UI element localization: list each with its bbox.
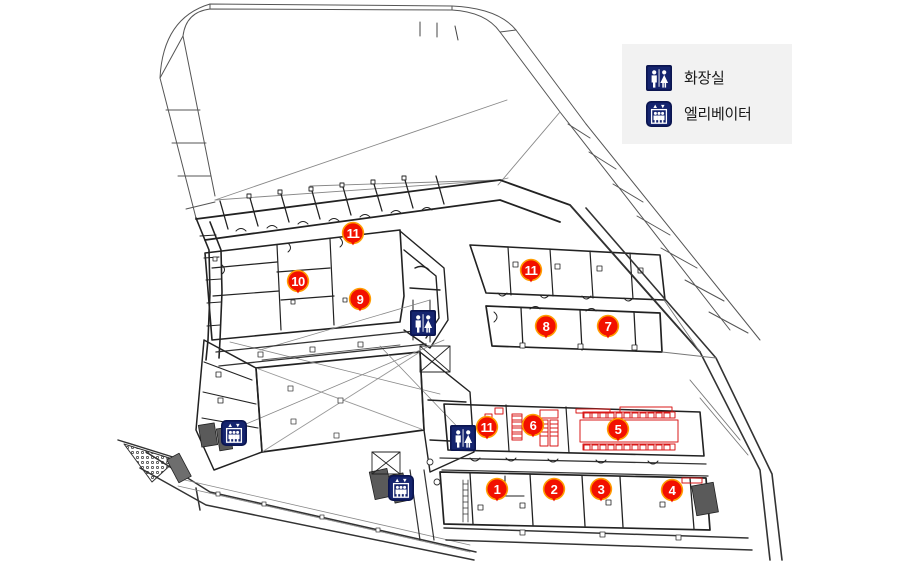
marker-number: 6 xyxy=(529,417,537,433)
marker-number: 3 xyxy=(597,481,605,497)
legend-label-elevator: 엘리베이터 xyxy=(684,105,752,123)
restroom-icon xyxy=(646,65,672,91)
marker-number: 2 xyxy=(550,481,558,497)
facility-icon-elevator-1[interactable] xyxy=(220,419,248,447)
facility-icon-restroom-2[interactable] xyxy=(450,425,476,451)
marker-number: 9 xyxy=(356,291,364,307)
map-marker-7[interactable]: 7 xyxy=(596,314,620,339)
map-marker-1[interactable]: 1 xyxy=(485,477,509,502)
map-marker-6[interactable]: 6 xyxy=(521,413,545,438)
map-marker-4[interactable]: 4 xyxy=(660,478,684,503)
marker-number: 5 xyxy=(614,421,622,437)
map-marker-9[interactable]: 9 xyxy=(348,287,372,312)
map-marker-10[interactable]: 10 xyxy=(286,269,310,294)
marker-number: 1 xyxy=(493,481,501,497)
marker-number: 4 xyxy=(668,482,676,498)
marker-number: 8 xyxy=(542,318,550,334)
elevator-icon xyxy=(646,101,672,127)
map-marker-3[interactable]: 3 xyxy=(589,477,613,502)
legend-label-restroom: 화장실 xyxy=(684,69,725,87)
marker-number: 10 xyxy=(291,273,305,289)
map-marker-11[interactable]: 11 xyxy=(341,221,365,246)
facility-icon-elevator-2[interactable] xyxy=(387,474,415,502)
marker-number: 11 xyxy=(524,262,538,278)
map-marker-8[interactable]: 8 xyxy=(534,314,558,339)
marker-number: 7 xyxy=(604,318,612,334)
marker-number: 11 xyxy=(480,419,494,435)
legend-item-elevator: 엘리베이터 xyxy=(646,96,792,132)
legend-panel: 화장실 엘리베이터 xyxy=(622,44,792,144)
map-marker-5[interactable]: 5 xyxy=(606,417,630,442)
marker-number: 11 xyxy=(346,225,360,241)
facility-icon-restroom-1[interactable] xyxy=(410,310,436,336)
map-marker-11[interactable]: 11 xyxy=(475,415,499,440)
map-marker-2[interactable]: 2 xyxy=(542,477,566,502)
map-marker-11[interactable]: 11 xyxy=(519,258,543,283)
legend-item-restroom: 화장실 xyxy=(646,60,792,96)
